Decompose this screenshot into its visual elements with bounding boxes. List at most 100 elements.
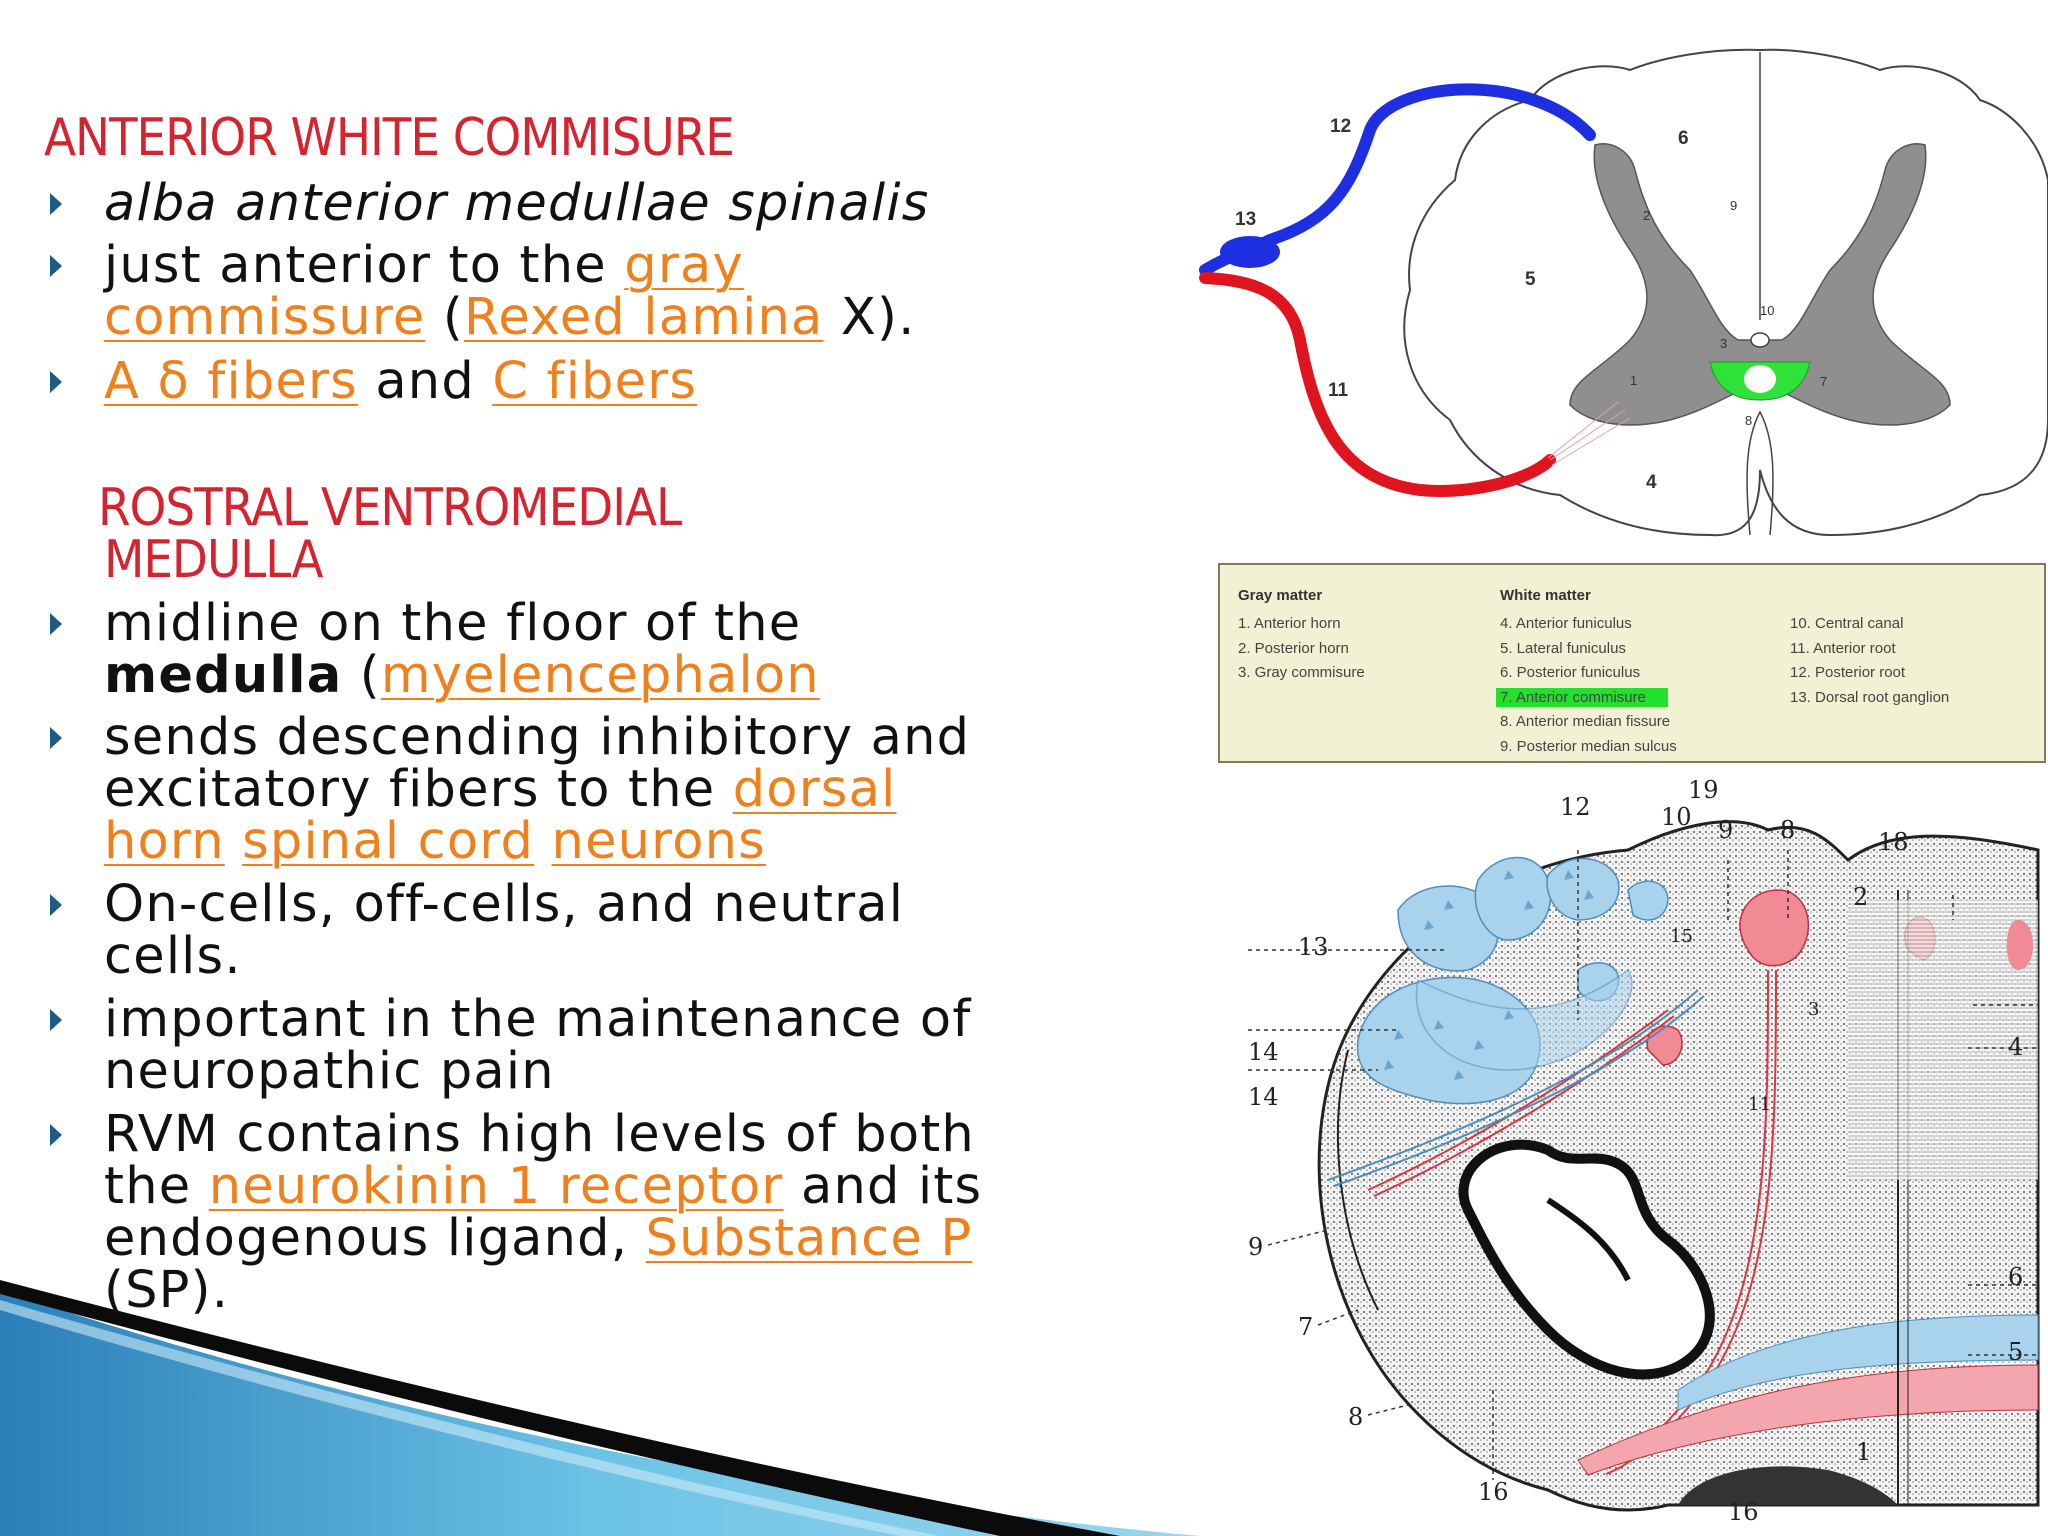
link-spinal-cord[interactable]: spinal cord [242, 812, 535, 871]
bullet-text: excitatory fibers to the [104, 760, 733, 819]
label: 11 [1748, 1094, 1771, 1115]
label: 15 [1670, 926, 1693, 947]
link-dorsal-horn-cont[interactable]: horn [104, 812, 225, 871]
bullet-text: just anterior to the [104, 236, 625, 295]
link-neurons[interactable]: neurons [551, 812, 766, 871]
bullet-text: (SP). [104, 1261, 230, 1320]
label: 2 [1853, 883, 1868, 911]
label: 14 [1248, 1038, 1279, 1066]
heading-rvm: ROSTRAL VENTROMEDIAL MEDULLA [98, 482, 682, 590]
heading-line: ROSTRAL VENTROMEDIAL [98, 478, 682, 538]
bullet-arrow-icon [50, 894, 62, 916]
label: 2 [1643, 208, 1650, 223]
link-neurokinin-1-receptor[interactable]: neurokinin 1 receptor [208, 1157, 784, 1216]
bullet-arrow-icon [50, 1009, 62, 1031]
label: 9 [1730, 198, 1737, 213]
link-a-delta-fibers[interactable]: A δ fibers [104, 352, 358, 411]
heading-anterior-white-commisure: ANTERIOR WHITE COMMISURE [44, 108, 735, 168]
bullet-text: X). [823, 288, 916, 347]
bullet-text: endogenous ligand, [104, 1209, 646, 1268]
label: 8 [1780, 816, 1795, 844]
label: 18 [1878, 828, 1909, 856]
legend-item: 8. Anterior median fissure [1500, 713, 1671, 730]
legend-item-highlighted: 7. Anterior commisure [1496, 687, 1668, 707]
label: 8 [1348, 1403, 1363, 1431]
label: 9 [1718, 816, 1733, 844]
legend-item: 13. Dorsal root ganglion [1790, 688, 1950, 706]
label: 14 [1248, 1083, 1279, 1111]
legend-item: 12. Posterior root [1790, 664, 1906, 681]
legend-item: 3. Gray commisure [1238, 664, 1365, 681]
bullet-text: and [357, 352, 493, 411]
spinal-cord-engraving-diagram: 19 12 10 9 8 18 2 13 15 3 4 14 14 11 9 6… [1248, 776, 2040, 1526]
legend-item: 2. Posterior horn [1238, 639, 1349, 657]
legend-item: 6. Posterior funiculus [1500, 664, 1641, 681]
legend-title: White matter [1500, 587, 1591, 604]
label: 4 [2008, 1033, 2023, 1061]
legend-item: 4. Anterior funiculus [1500, 615, 1632, 632]
label: 6 [2008, 1263, 2023, 1291]
spinal-cord-cross-section-diagram: 12 13 11 6 9 2 5 10 3 7 1 8 4 [1199, 48, 2048, 537]
label: 6 [1678, 128, 1689, 149]
label: 13 [1235, 209, 1256, 230]
legend-item: 11. Anterior root [1790, 639, 1896, 657]
bullet-arrow-icon [50, 613, 62, 635]
legend-other: 10. Central canal 11. Anterior root 12. … [1790, 612, 1949, 710]
link-gray-commissure[interactable]: gray [624, 236, 744, 295]
label: 4 [1646, 472, 1657, 493]
label: 7 [1298, 1313, 1313, 1341]
label: 5 [2008, 1338, 2023, 1366]
label: 13 [1298, 933, 1329, 961]
label: 16 [1728, 1498, 1759, 1526]
legend-gray-matter: Gray matter 1. Anterior horn 2. Posterio… [1238, 587, 1365, 686]
label: 5 [1525, 269, 1536, 290]
label: 11 [1328, 380, 1349, 401]
link-c-fibers[interactable]: C fibers [492, 352, 698, 411]
bullet-arrow-icon [50, 1124, 62, 1146]
legend-item: 10. Central canal [1790, 615, 1904, 632]
label: 3 [1720, 336, 1727, 351]
bullet-text: On-cells, off-cells, and neutral [104, 875, 905, 934]
bullet-arrow-icon [50, 727, 62, 749]
legend-title: Gray matter [1238, 587, 1323, 604]
link-rexed-lamina[interactable]: Rexed lamina [463, 288, 824, 347]
label: 19 [1688, 776, 1719, 804]
bullet-text: important in the maintenance of [104, 990, 972, 1049]
bullet-text: sends descending inhibitory and [104, 708, 971, 767]
bullet-text: cells. [104, 927, 242, 986]
label: 12 [1560, 793, 1591, 821]
label: 10 [1661, 803, 1692, 831]
bullet-text: alba anterior medullae spinalis [104, 174, 930, 233]
bullet-text: RVM contains high levels of both [104, 1105, 975, 1164]
link-myelencephalon[interactable]: myelencephalon [380, 646, 820, 705]
decorative-swoosh [0, 1280, 1200, 1536]
label: 3 [1808, 999, 1819, 1020]
link-dorsal-horn[interactable]: dorsal [732, 760, 897, 819]
bullet-arrow-icon [50, 255, 62, 277]
label: 9 [1248, 1233, 1263, 1261]
label: 1 [1630, 373, 1637, 388]
legend-item: 5. Lateral funiculus [1500, 639, 1626, 657]
label: 10 [1760, 303, 1774, 318]
bullet-text: ( [342, 646, 381, 705]
legend-item: 9. Posterior median sulcus [1500, 737, 1677, 755]
legend-item: 1. Anterior horn [1238, 615, 1341, 632]
label: 16 [1478, 1478, 1509, 1506]
heading-line: MEDULLA [104, 530, 324, 590]
legend-white-matter: White matter 4. Anterior funiculus 5. La… [1496, 587, 1677, 759]
bullet-arrow-icon [50, 371, 62, 393]
bold-medulla: medulla [104, 646, 343, 705]
label: 8 [1745, 413, 1752, 428]
bullet-text: the [104, 1157, 209, 1216]
bullet-text: ( [425, 288, 464, 347]
label: 7 [1820, 374, 1827, 389]
link-gray-commissure-cont[interactable]: commissure [104, 288, 426, 347]
link-substance-p[interactable]: Substance P [645, 1209, 973, 1268]
bullet-text: and its [783, 1157, 983, 1216]
diagram-legend: Gray matter 1. Anterior horn 2. Posterio… [1218, 563, 2046, 763]
label: 12 [1330, 116, 1351, 137]
bullet-text: midline on the floor of the [104, 594, 802, 653]
bullet-text: neuropathic pain [104, 1042, 555, 1101]
bullet-arrow-icon [50, 193, 62, 215]
